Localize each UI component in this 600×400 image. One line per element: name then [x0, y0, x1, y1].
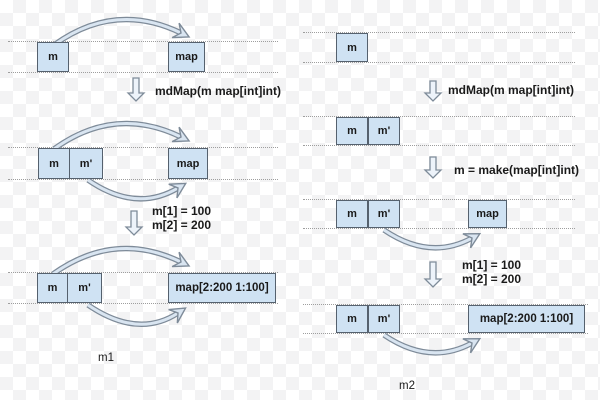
curved-arrow-mprime-to-map-icon	[382, 227, 482, 251]
down-arrow-icon	[423, 261, 443, 288]
var-box-m-prime: m'	[368, 305, 400, 333]
dotted-line	[303, 199, 575, 200]
curved-arrow-m-to-map-icon	[52, 120, 191, 152]
var-box-m: m	[336, 200, 368, 228]
step-label-make: m = make(map[int]int)	[454, 163, 580, 177]
down-arrow-icon	[124, 210, 144, 236]
var-box-m-prime: m'	[368, 200, 400, 228]
var-box-m: m	[336, 305, 368, 333]
dotted-line	[303, 228, 575, 229]
dotted-line	[303, 304, 588, 305]
var-box-m: m	[37, 273, 68, 303]
dotted-line	[8, 179, 278, 180]
down-arrow-icon	[423, 80, 443, 102]
map-box: map	[168, 42, 205, 72]
diagram-title-m1: m1	[98, 352, 114, 364]
step-label-mdmap: mdMap(m map[int]int)	[155, 84, 281, 98]
curved-arrow-mprime-to-map-icon	[86, 302, 187, 327]
step-label-mdmap: mdMap(m map[int]int)	[448, 83, 574, 97]
down-arrow-icon	[423, 156, 443, 179]
var-box-m-prime: m'	[69, 148, 103, 179]
dotted-line	[8, 72, 278, 73]
curved-arrow-mprime-to-map-icon	[382, 332, 482, 356]
var-box-m-prime: m'	[67, 273, 102, 303]
map-contents-box: map[2:200 1:100]	[168, 273, 276, 303]
dotted-line	[303, 116, 575, 117]
var-box-m: m	[38, 148, 70, 179]
curved-arrow-m-to-map-icon	[51, 245, 191, 277]
down-arrow-icon	[126, 77, 146, 102]
dotted-line	[303, 62, 575, 63]
var-box-m-prime: m'	[368, 117, 400, 145]
var-box-m: m	[37, 42, 69, 72]
step-label-assign-2: m[2] = 200	[462, 272, 522, 286]
step-label-assign-1: m[1] = 100	[152, 204, 212, 218]
var-box-m: m	[336, 33, 368, 62]
map-box: map	[468, 200, 507, 228]
step-label-assign-2: m[2] = 200	[152, 218, 212, 232]
curved-arrow-mprime-to-map-icon	[86, 177, 188, 202]
map-box: map	[168, 148, 208, 179]
step-label-assign-1: m[1] = 100	[462, 258, 522, 272]
var-box-m: m	[336, 117, 368, 145]
dotted-line	[303, 145, 575, 146]
dotted-line	[303, 333, 588, 334]
map-contents-box: map[2:200 1:100]	[468, 305, 585, 333]
diagram-title-m2: m2	[399, 380, 415, 392]
dotted-line	[303, 32, 575, 33]
dotted-line	[8, 303, 278, 304]
